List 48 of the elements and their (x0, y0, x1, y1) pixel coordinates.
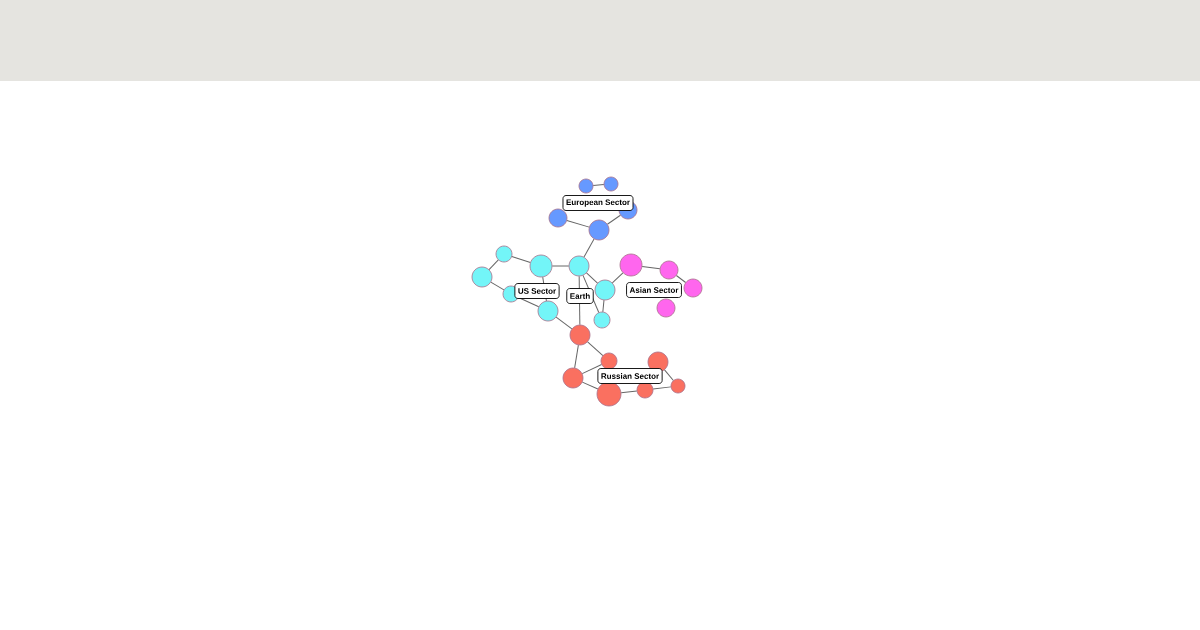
circle-node (588, 219, 610, 241)
circle-node (656, 298, 676, 318)
circle-node (636, 381, 654, 399)
circle-node (578, 178, 594, 194)
circle-node (594, 279, 616, 301)
circle-node (537, 300, 559, 322)
connector-line (581, 364, 603, 375)
connector-line (555, 316, 573, 330)
circle-node (603, 176, 619, 192)
connector-line (581, 381, 599, 390)
connector-line (490, 281, 505, 291)
circle-node (548, 208, 568, 228)
circle-node (647, 351, 669, 373)
connector-line (587, 341, 604, 357)
connector-line (566, 220, 590, 228)
connector-line (664, 369, 674, 381)
connector-line (611, 272, 624, 284)
circle-node (495, 245, 513, 263)
connector-line (675, 275, 687, 283)
circle-node (569, 324, 591, 346)
connector-line (620, 390, 638, 394)
circle-node (562, 367, 584, 389)
connector-line (586, 272, 598, 284)
connector-line (641, 265, 661, 270)
connector-line (488, 259, 499, 271)
circle-node (529, 254, 553, 278)
sector-label: Russian Sector (597, 368, 663, 384)
connector-line (652, 386, 672, 390)
connector-line (592, 184, 605, 186)
circle-node (670, 378, 686, 394)
circle-node (596, 381, 622, 407)
circle-node (568, 255, 590, 277)
sector-label: Earth (566, 288, 594, 304)
circle-node (593, 311, 611, 329)
connector-line (602, 299, 605, 313)
connector-line (606, 214, 621, 225)
connector-line (583, 238, 595, 258)
connector-line (551, 265, 570, 267)
circle-node (619, 253, 643, 277)
connector-line (511, 256, 531, 264)
sector-label: European Sector (562, 195, 634, 211)
circle-node (471, 266, 493, 288)
sector-label: US Sector (514, 283, 560, 299)
circle-node (683, 278, 703, 298)
connector-line (574, 344, 579, 369)
circle-node (600, 352, 618, 370)
circle-node (659, 260, 679, 280)
sector-label: Asian Sector (626, 282, 682, 298)
